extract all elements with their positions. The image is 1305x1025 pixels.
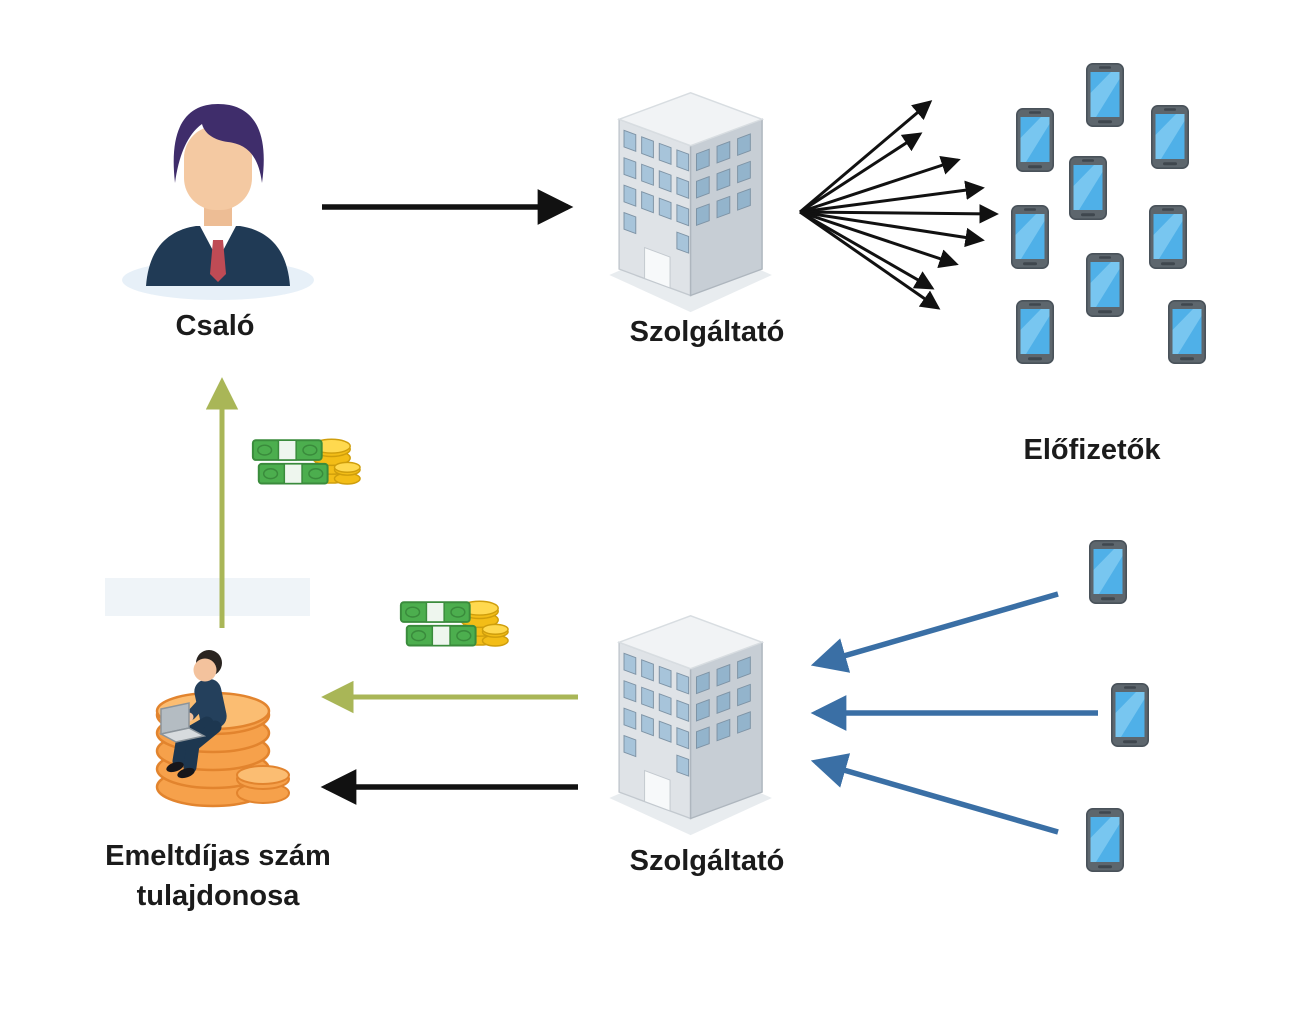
fan-arrow <box>799 204 999 224</box>
smartphone-icon <box>1089 540 1127 604</box>
fan-arrow <box>799 210 935 290</box>
fan-arrow <box>799 210 941 310</box>
label-premium-owner-line2: tulajdonosa <box>136 880 300 912</box>
smartphone-icon <box>1011 205 1049 269</box>
label-fraudster: Csaló <box>175 310 255 342</box>
fan-arrow <box>799 100 933 214</box>
office-building-icon <box>603 85 788 320</box>
highlight-band <box>105 578 310 616</box>
label-subscribers: Előfizetők <box>1023 434 1161 466</box>
smartphone-icon <box>1151 105 1189 169</box>
arrows-subscribers-to-provider <box>810 591 1098 835</box>
smartphone-icon <box>1069 156 1107 220</box>
fan-arrow <box>799 132 923 214</box>
smartphone-icon <box>1086 808 1124 872</box>
office-building-icon <box>603 608 788 843</box>
label-provider-top: Szolgáltató <box>629 316 785 348</box>
money-banknotes-coins-icon <box>245 410 363 502</box>
fan-arrow <box>799 210 959 269</box>
smartphone-icon <box>1086 253 1124 317</box>
fan-arrow <box>799 155 961 214</box>
money-banknotes-coins-icon <box>393 572 511 664</box>
person-on-coins-icon <box>155 650 290 808</box>
smartphone-icon <box>1016 300 1054 364</box>
label-provider-bottom: Szolgáltató <box>629 845 785 877</box>
label-premium-owner-line1: Emeltdíjas szám <box>105 840 331 872</box>
smartphone-icon <box>1168 300 1206 364</box>
label-premium-owner: Emeltdíjas szám tulajdonosa <box>105 836 331 916</box>
subscriber-arrow <box>810 753 1059 835</box>
fan-arrow <box>799 180 985 214</box>
smartphone-icon <box>1111 683 1149 747</box>
subscriber-arrow <box>810 591 1059 673</box>
smartphone-icon <box>1016 108 1054 172</box>
smartphone-icon <box>1149 205 1187 269</box>
smartphone-icon <box>1086 63 1124 127</box>
fraudster-avatar-icon <box>122 104 314 300</box>
fan-arrow <box>799 210 985 248</box>
fan-arrows-provider-to-subscribers <box>799 100 999 310</box>
